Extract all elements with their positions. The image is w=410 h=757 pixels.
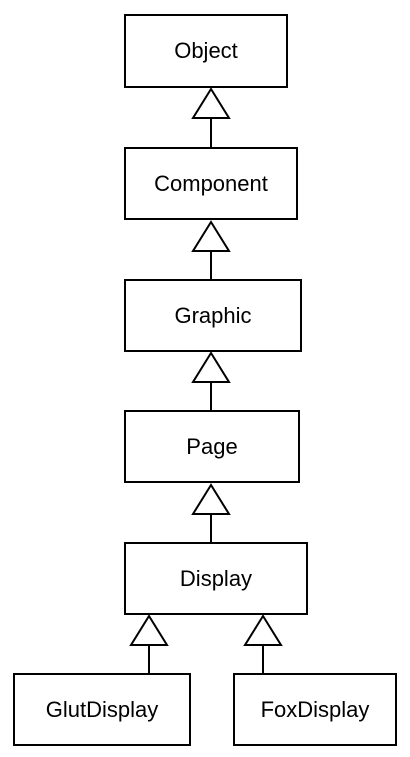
inheritance-arrow-component-object [191, 87, 231, 147]
class-label-display: Display [179, 565, 253, 591]
class-label-foxdisplay: FoxDisplay [260, 696, 370, 722]
inheritance-arrow-graphic-component [191, 220, 231, 279]
inheritance-arrow-foxdisplay-display [243, 614, 283, 673]
class-box-foxdisplay: FoxDisplay [233, 673, 397, 746]
class-box-glutdisplay: GlutDisplay [13, 673, 191, 746]
class-box-graphic: Graphic [124, 279, 302, 352]
class-box-page: Page [124, 410, 300, 483]
class-label-page: Page [186, 433, 238, 459]
class-label-glutdisplay: GlutDisplay [45, 696, 159, 722]
class-label-component: Component [154, 170, 268, 196]
class-label-object: Object [174, 38, 238, 63]
inheritance-arrow-display-page [191, 483, 231, 542]
class-box-display: Display [124, 542, 308, 615]
class-box-object: Object [124, 14, 288, 88]
class-box-component: Component [124, 147, 298, 220]
inheritance-arrow-glutdisplay-display [129, 614, 169, 673]
class-label-graphic: Graphic [174, 302, 252, 328]
inheritance-arrow-page-graphic [191, 351, 231, 410]
